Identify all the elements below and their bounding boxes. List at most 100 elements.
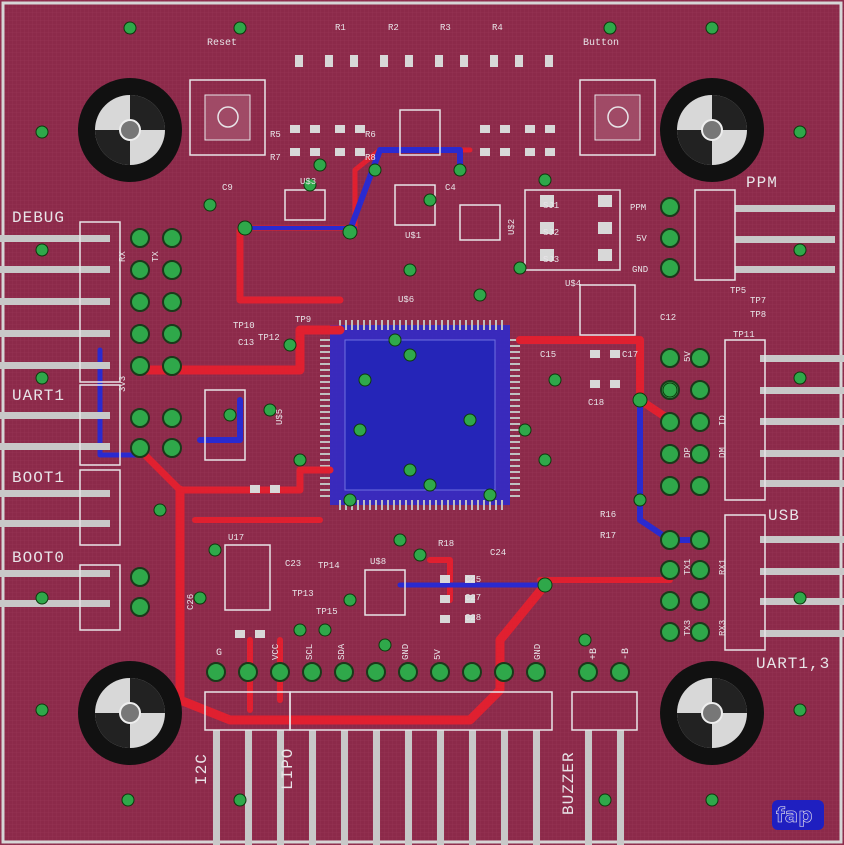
uart1-label: UART1	[12, 387, 65, 405]
uart13-label: UART1,3	[756, 655, 830, 673]
pin-rx1: RX1	[718, 559, 728, 575]
refdes-tp15: TP15	[316, 607, 338, 617]
refdes-r4: R4	[492, 23, 503, 33]
bottom-header-pins	[213, 730, 624, 845]
refdes-c13: C13	[238, 338, 254, 348]
left-header-pins	[0, 235, 110, 607]
header-pads	[130, 197, 710, 682]
refdes-u4: U$4	[565, 279, 581, 289]
refdes-tp9: TP9	[295, 315, 311, 325]
refdes-u1: U$1	[405, 231, 421, 241]
refdes-c25: C25	[465, 575, 481, 585]
pin-tx-debug: TX	[151, 251, 161, 262]
pin-sda: SDA	[337, 643, 347, 660]
refdes-r16: R16	[600, 510, 616, 520]
refdes-sj2: SJ2	[543, 228, 559, 238]
lipo-label: LIPO	[279, 748, 297, 790]
refdes-tp11: TP11	[733, 330, 755, 340]
pin-gnd-buzzer: GND	[533, 644, 543, 660]
refdes-u17: U17	[228, 533, 244, 543]
refdes-u3: U$3	[300, 177, 316, 187]
pin-gnd-i2c: G	[216, 648, 222, 659]
debug-label: DEBUG	[12, 209, 65, 227]
refdes-tp7: TP7	[750, 296, 766, 306]
boot0-label: BOOT0	[12, 549, 65, 567]
refdes-sj1: SJ1	[543, 201, 559, 211]
refdes-r1: R1	[335, 23, 346, 33]
refdes-c12: C12	[660, 313, 676, 323]
refdes-c26: C26	[186, 594, 196, 610]
i2c-label: I2C	[193, 753, 211, 785]
pin-gnd-lipo: GND	[401, 644, 411, 660]
refdes-tp12: TP12	[258, 333, 280, 343]
refdes-c27: C27	[465, 593, 481, 603]
pin-ppm: PPM	[630, 203, 646, 213]
ppm-label: PPM	[746, 174, 778, 192]
left-header-outlines	[79, 221, 121, 631]
refdes-r7: R7	[270, 153, 281, 163]
refdes-c9: C9	[222, 183, 233, 193]
refdes-c15: C15	[540, 350, 556, 360]
buzzer-label: BUZZER	[560, 751, 578, 815]
mounting-hole-bottom-right	[660, 661, 764, 765]
refdes-tp5: TP5	[730, 286, 746, 296]
refdes-u6: U$6	[398, 295, 414, 305]
pin-dm: DM	[718, 447, 728, 458]
pin-vbus: 5V	[683, 351, 693, 362]
small-ics	[204, 109, 636, 616]
refdes-u5: U$5	[275, 409, 285, 425]
refdes-r5: R5	[270, 130, 281, 140]
bottom-header-outlines	[204, 691, 638, 731]
refdes-r8: R8	[365, 153, 376, 163]
refdes-r17: R17	[600, 531, 616, 541]
refdes-c28: C28	[465, 613, 481, 623]
pin-dp: DP	[683, 447, 693, 458]
pin-5v: 5V	[636, 234, 647, 244]
refdes-tp8: TP8	[750, 310, 766, 320]
refdes-r2: R2	[388, 23, 399, 33]
mounting-hole-top-left	[78, 78, 182, 182]
refdes-r3: R3	[440, 23, 451, 33]
refdes-c23: C23	[285, 559, 301, 569]
boot1-label: BOOT1	[12, 469, 65, 487]
reset-button-footprint	[189, 79, 266, 156]
pin-tx3: TX3	[683, 620, 693, 636]
refdes-c17: C17	[622, 350, 638, 360]
bottom-copper-traces	[97, 147, 693, 588]
right-header-outlines	[694, 189, 766, 651]
pin-tx1: TX1	[683, 559, 693, 575]
smd-pads	[235, 55, 620, 638]
pin-scl: SCL	[305, 644, 315, 660]
button-label: Button	[583, 38, 619, 49]
pin-rx3: RX3	[718, 620, 728, 636]
pin-vcc: VCC	[271, 643, 281, 660]
pin-id: ID	[718, 415, 728, 426]
refdes-r18: R18	[438, 539, 454, 549]
mcu-pins	[320, 320, 520, 510]
pin-gnd: GND	[632, 265, 648, 275]
mounting-hole-top-right	[660, 78, 764, 182]
refdes-u2: U$2	[507, 219, 517, 235]
reset-label: Reset	[207, 38, 237, 49]
refdes-c4: C4	[445, 183, 456, 193]
refdes-sj3: SJ3	[543, 255, 559, 265]
logo-text: fap	[776, 803, 813, 827]
refdes-tp14: TP14	[318, 561, 340, 571]
fap-logo: fap	[772, 800, 824, 830]
usb-label: USB	[768, 507, 800, 525]
mounting-hole-bottom-left	[78, 661, 182, 765]
refdes-u8: U$8	[370, 557, 386, 567]
refdes-tp13: TP13	[292, 589, 314, 599]
user-button-footprint	[579, 79, 656, 156]
vias	[35, 21, 807, 807]
pin-b-minus: -B	[621, 648, 632, 660]
pin-3v3: 3V3	[118, 376, 128, 392]
refdes-tp10: TP10	[233, 321, 255, 331]
pin-5v-lipo: 5V	[433, 649, 443, 660]
pin-b-plus: +B	[589, 648, 600, 660]
pin-rx-debug: RX	[118, 251, 128, 262]
refdes-c18: C18	[588, 398, 604, 408]
refdes-r6: R6	[365, 130, 376, 140]
